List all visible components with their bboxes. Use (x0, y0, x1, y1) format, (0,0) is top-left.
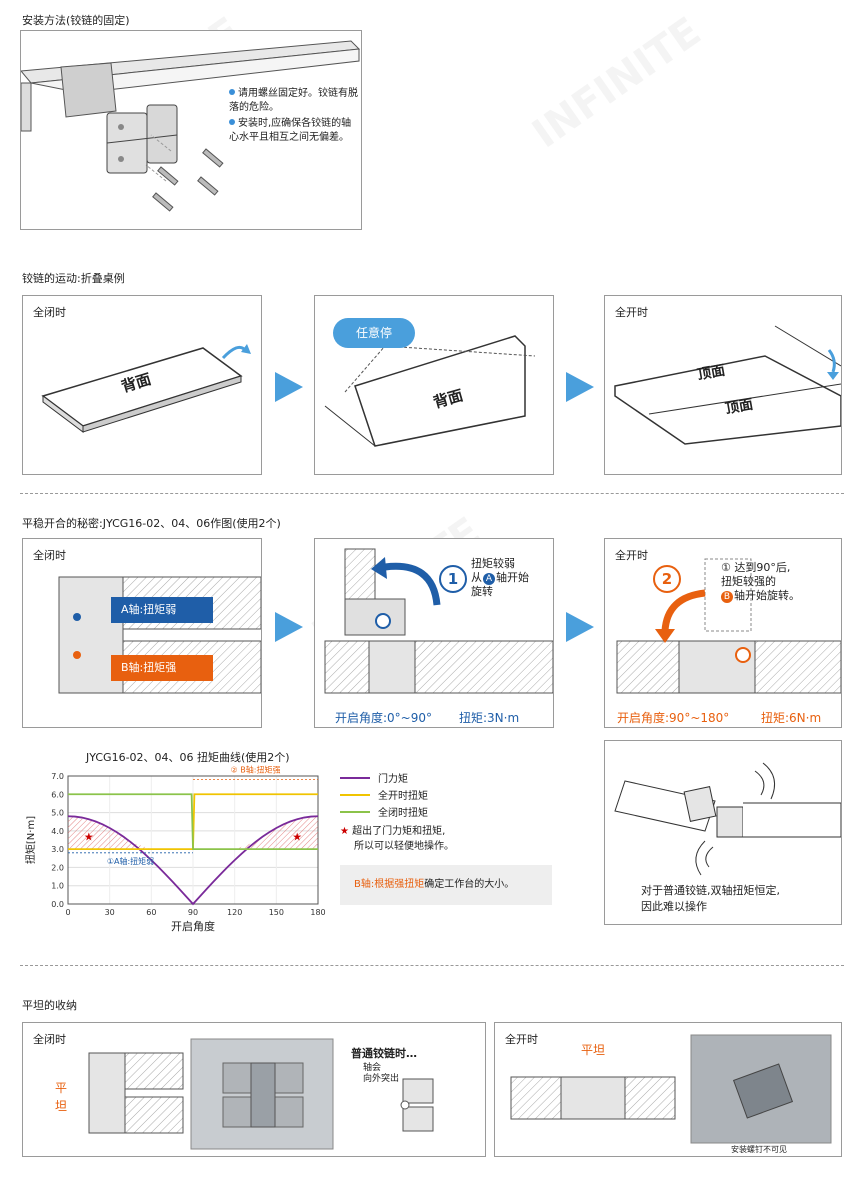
panel-label: 全闭时 (33, 549, 66, 562)
annotation-a: ①A轴:扭矩弱 (107, 856, 154, 866)
open-table-illustration (614, 325, 841, 445)
series-line-3 (68, 793, 318, 851)
x-tick-label: 60 (146, 908, 156, 917)
panel-label: 全开时 (505, 1033, 538, 1046)
stop-table-illustration (324, 335, 536, 447)
section4-title: 平坦的收纳 (22, 999, 77, 1012)
panel-label: 全闭时 (33, 1033, 66, 1046)
section3-title: 平稳开合的秘密:JYCG16-02、04、06作图(使用2个) (22, 517, 281, 530)
flat-top-label: 平坦 (581, 1043, 606, 1057)
a-circle-icon: A (483, 573, 495, 585)
panel-label: 全开时 (615, 549, 648, 562)
install-note-1: 请用螺丝固定好。铰链有脱落的危险。 (229, 88, 358, 113)
fold-panel-open: 全开时 顶面 顶面 (604, 295, 842, 475)
arrow-right-icon (275, 372, 303, 402)
hatch-region (234, 816, 318, 850)
normal-hinge-illustration (614, 762, 841, 876)
speech-bubble: 任意停 (333, 318, 415, 348)
arrow-right-icon (566, 372, 594, 402)
flat-panel-open: 全开时 平坦 安装螺钉不可见 (494, 1022, 842, 1157)
install-panel: 请用螺丝固定好。铰链有脱落的危险。 安装时,应确保各铰链的轴心水平且相互之间无偏… (20, 30, 362, 230)
b-axis-note: B轴:根据强扭矩确定工作台的大小。 (340, 865, 552, 905)
step2-angle: 开启角度:90°~180° (617, 711, 730, 725)
step-2-badge: 2 (653, 565, 681, 593)
star-marker: ★ (292, 830, 302, 843)
legend-item: 全闭时扭矩 (340, 804, 428, 819)
watermark: INFINITE (524, 8, 710, 158)
a-axis-label: A轴:扭矩弱 (111, 597, 213, 623)
fold-panel-stop: 任意停 背面 (314, 295, 554, 475)
panel-label: 全开时 (615, 306, 648, 319)
x-tick-label: 30 (105, 908, 115, 917)
step-1-badge: 1 (439, 565, 467, 593)
mech-panel-closed: 全闭时 A轴:扭矩弱 B轴:扭矩强 (22, 538, 262, 728)
x-tick-label: 90 (188, 908, 198, 917)
flat-label: 平 坦 (55, 1081, 68, 1113)
step2-torque: 扭矩:6N·m (761, 711, 822, 725)
install-note-2: 安装时,应确保各铰链的轴心水平且相互之间无偏差。 (229, 118, 352, 143)
annotation-b: ② B轴:扭矩强 (231, 764, 281, 774)
step1-torque: 扭矩:3N·m (459, 711, 520, 725)
y-tick-label: 7.0 (51, 772, 64, 781)
x-tick-label: 0 (65, 908, 70, 917)
section1-title: 安装方法(铰链的固定) (22, 14, 130, 27)
arrow-right-icon (275, 612, 303, 642)
series-line-1 (67, 815, 319, 906)
b-axis-label: B轴:扭矩强 (111, 655, 213, 681)
star-marker: ★ (84, 830, 94, 843)
hatch-region (68, 816, 152, 850)
step1-mechanism-illustration (324, 548, 553, 694)
legend-item: 门力矩 (340, 770, 408, 785)
legend-swatch (340, 794, 370, 796)
flat-closed-illustration (88, 1038, 434, 1150)
bullet-icon (229, 119, 235, 125)
install-illustration (21, 40, 361, 212)
star-icon: ★ (340, 826, 349, 837)
x-tick-label: 120 (227, 908, 242, 917)
star-note: ★ 超出了门力矩和扭矩, 所以可以轻便地操作。 (340, 826, 454, 852)
chart-title: JYCG16-02、04、06 扭矩曲线(使用2个) (86, 751, 290, 764)
y-tick-label: 1.0 (51, 882, 64, 891)
axis-note: 轴会 向外突出 (363, 1063, 400, 1084)
legend-swatch (340, 777, 370, 779)
legend-swatch (340, 811, 370, 813)
torque-chart: 0.0 1.0 2.0 3.0 4.0 5.0 6.0 7.0 0 30 60 90 120 150 180… (24, 764, 326, 933)
arrow-right-icon (566, 612, 594, 642)
y-tick-label: 2.0 (51, 863, 64, 872)
legend-item: 全开时扭矩 (340, 787, 428, 802)
y-tick-label: 4.0 (51, 827, 64, 836)
normal-hinge-panel: 对于普通铰链,双轴扭矩恒定, 因此难以操作 (604, 740, 842, 925)
step2-mechanism-illustration (616, 558, 841, 694)
divider (20, 493, 844, 494)
x-axis-label: 开启角度 (171, 919, 215, 933)
screw-caption: 安装螺钉不可见 (731, 1145, 787, 1154)
closed-mechanism-illustration (58, 576, 261, 694)
normal-hinge-note: 对于普通铰链,双轴扭矩恒定, 因此难以操作 (641, 884, 780, 913)
y-tick-label: 5.0 (51, 809, 64, 818)
b-circle-icon: B (721, 591, 733, 603)
normal-title: 普通铰链时… (351, 1047, 417, 1060)
y-axis-label: 扭矩[N·m] (24, 816, 37, 864)
panel-label: 全闭时 (33, 306, 66, 319)
section2-title: 铰链的运动:折叠桌例 (22, 272, 125, 285)
y-tick-label: 6.0 (51, 790, 64, 799)
x-tick-label: 180 (310, 908, 325, 917)
divider (20, 965, 844, 966)
fold-panel-closed: 全闭时 背面 (22, 295, 262, 475)
x-tick-label: 150 (269, 908, 284, 917)
closed-table-illustration (41, 344, 251, 433)
flat-open-illustration (510, 1034, 832, 1144)
y-tick-label: 0.0 (51, 900, 64, 909)
flat-panel-closed: 全闭时 平 坦 普通铰链时… 轴会 向外突出 (22, 1022, 486, 1157)
bullet-icon (229, 89, 235, 95)
y-tick-label: 3.0 (51, 845, 64, 854)
step1-angle: 开启角度:0°~90° (335, 711, 433, 725)
